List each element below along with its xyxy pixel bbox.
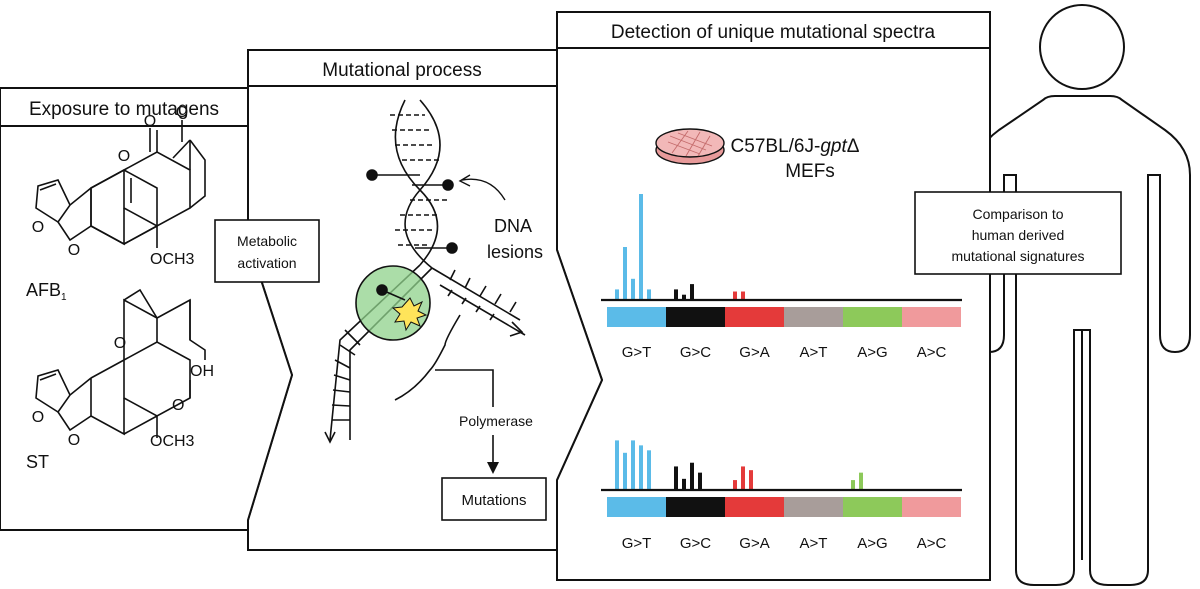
- lesion-arrowhead: [458, 174, 471, 187]
- dna-lesions-line2: lesions: [487, 242, 543, 262]
- mutations-label: Mutations: [461, 492, 526, 509]
- bar: [698, 472, 702, 490]
- tick-label: G>T: [622, 535, 652, 552]
- spectrum-color-4: [784, 307, 843, 327]
- bar: [733, 291, 737, 300]
- panel-detection: Detection of unique mutational spectra: [556, 11, 991, 581]
- afb1-oxygen-3: O: [176, 104, 188, 121]
- bar: [851, 480, 855, 490]
- petri-dish-icon: [655, 128, 725, 165]
- lesion-burst: [391, 297, 428, 332]
- mutations-box: Mutations: [441, 477, 547, 521]
- spectrum-color-5: [843, 307, 902, 327]
- spectrum-color-1: [607, 497, 666, 517]
- tick-label: G>C: [680, 535, 711, 552]
- bar: [741, 291, 745, 300]
- tick-label: A>T: [800, 535, 828, 552]
- st-oxygen-2: O: [172, 397, 184, 414]
- polymerase-label: Polymerase: [459, 413, 533, 429]
- bar: [631, 440, 635, 490]
- comparison-line2: human derived: [972, 227, 1065, 243]
- st-methoxy: OCH3: [150, 433, 195, 450]
- afb1-structure: [35, 120, 206, 248]
- bar: [639, 445, 643, 490]
- tick-label: A>G: [857, 535, 887, 552]
- bar: [749, 470, 753, 490]
- bar: [623, 452, 627, 490]
- bar: [647, 450, 651, 490]
- tick-label: G>T: [622, 344, 652, 361]
- tick-label: G>A: [739, 535, 769, 552]
- afb1-methoxy: OCH3: [150, 251, 195, 268]
- bar: [674, 466, 678, 490]
- bar: [682, 294, 686, 300]
- human-silhouette: [973, 4, 1191, 586]
- spectrum-color-2: [666, 497, 725, 517]
- panel-process-title: Mutational process: [322, 60, 481, 81]
- spectrum-color-3: [725, 307, 784, 327]
- panel-detection-title: Detection of unique mutational spectra: [611, 22, 936, 43]
- comparison-line1: Comparison to: [972, 206, 1063, 222]
- bar: [615, 440, 619, 490]
- polymerase-arrowhead: [487, 462, 499, 474]
- st-oxygen-1: O: [114, 335, 126, 352]
- afb1-oxygen-4: O: [32, 219, 44, 236]
- spectrum-chart-2: G>T G>C G>A A>T A>G A>C: [601, 440, 962, 552]
- bar: [647, 289, 651, 300]
- afb1-oxygen-2: O: [144, 113, 156, 130]
- bar: [631, 278, 635, 300]
- st-oxygen-3: O: [32, 409, 44, 426]
- bar: [682, 478, 686, 490]
- metabolic-activation-line1: Metabolic: [237, 233, 297, 249]
- afb1-label: AFB1: [26, 280, 67, 303]
- st-label: ST: [26, 452, 49, 472]
- polymerase-arrow: [435, 369, 494, 468]
- tick-label: A>T: [800, 344, 828, 361]
- spectrum-color-4: [784, 497, 843, 517]
- metabolic-activation-box: Metabolic activation: [214, 219, 320, 283]
- panel-exposure-title: Exposure to mutagens: [29, 99, 219, 120]
- bar: [623, 247, 627, 300]
- spectrum-chart-1: G>T G>C G>A A>T A>G A>C: [601, 194, 962, 361]
- afb1-oxygen-1: O: [118, 148, 130, 165]
- cell-line-label: C57BL/6J-gptΔ: [731, 136, 860, 157]
- spectrum-color-2: [666, 307, 725, 327]
- bar: [690, 284, 694, 300]
- lesion-arrow: [461, 178, 506, 201]
- afb1-oxygen-5: O: [68, 242, 80, 259]
- bar: [741, 466, 745, 490]
- spectrum-color-6: [902, 497, 961, 517]
- tick-label: A>G: [857, 344, 887, 361]
- comparison-line3: mutational signatures: [951, 248, 1084, 264]
- tick-label: G>C: [680, 344, 711, 361]
- brace: [394, 314, 461, 401]
- st-oxygen-4: O: [68, 432, 80, 449]
- bar: [674, 289, 678, 300]
- bar: [615, 289, 619, 300]
- comparison-box: Comparison to human derived mutational s…: [914, 191, 1122, 275]
- mefs-label: MEFs: [785, 161, 835, 182]
- bar: [639, 194, 643, 300]
- st-structure: [35, 288, 206, 438]
- tick-label: G>A: [739, 344, 769, 361]
- spectrum-color-1: [607, 307, 666, 327]
- bar: [690, 462, 694, 490]
- tick-label: A>C: [917, 344, 947, 361]
- st-hydroxyl: OH: [190, 363, 214, 380]
- spectrum-color-5: [843, 497, 902, 517]
- spectrum-color-6: [902, 307, 961, 327]
- bar: [733, 480, 737, 490]
- dna-lesions-line1: DNA: [494, 216, 532, 236]
- lesion-dots: [366, 169, 458, 301]
- spectrum-color-3: [725, 497, 784, 517]
- bar: [859, 472, 863, 490]
- tick-label: A>C: [917, 535, 947, 552]
- metabolic-activation-line2: activation: [237, 255, 296, 271]
